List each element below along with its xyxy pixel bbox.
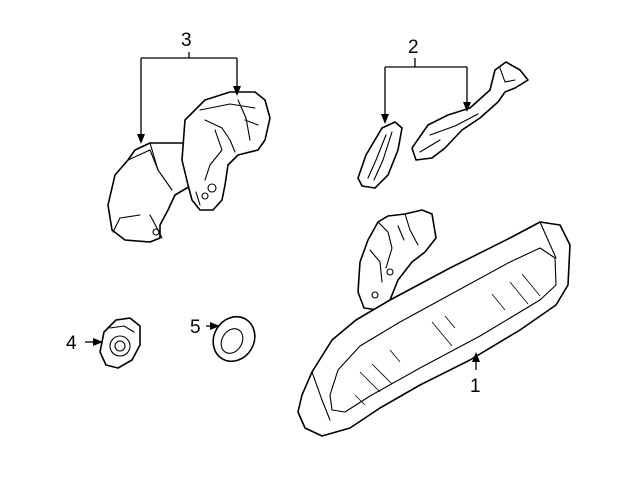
callout-3: 3 bbox=[181, 30, 192, 51]
callout-2: 2 bbox=[408, 37, 419, 58]
leader-lines bbox=[85, 52, 480, 370]
callout-1: 1 bbox=[470, 376, 481, 397]
part-5-ring bbox=[212, 315, 256, 363]
part-3-cover-halves bbox=[107, 91, 271, 243]
part-2-covers bbox=[357, 61, 529, 189]
callout-5: 5 bbox=[190, 317, 201, 338]
part-4-button bbox=[99, 317, 141, 369]
part-1-mirror bbox=[297, 209, 571, 437]
callout-4: 4 bbox=[66, 333, 77, 354]
